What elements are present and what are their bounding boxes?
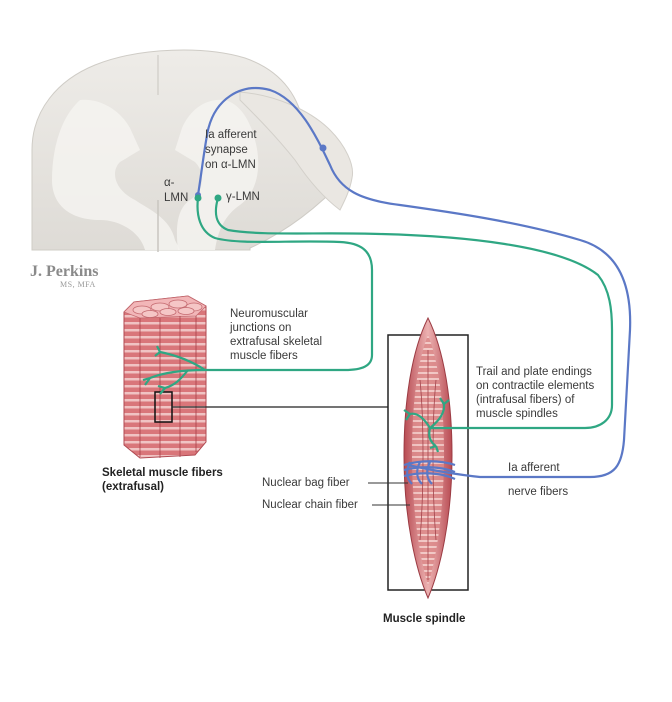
ia-afferent-fiber xyxy=(196,87,632,485)
label-ia-synapse-2: synapse xyxy=(205,144,248,156)
label-nmj-2: junctions on xyxy=(229,322,291,334)
label-ia-synapse-1: Ia afferent xyxy=(205,129,257,141)
label-ia-synapse-3: on α-LMN xyxy=(205,159,256,171)
label-alpha-1: α- xyxy=(164,177,175,189)
label-nuclear-bag: Nuclear bag fiber xyxy=(262,477,350,489)
label-nmj-1: Neuromuscular xyxy=(230,308,308,320)
caption-skeletal-2: (extrafusal) xyxy=(102,481,164,493)
gamma-motor-axon xyxy=(214,197,614,453)
caption-skeletal-1: Skeletal muscle fibers xyxy=(102,467,223,479)
label-ia-nerve-1: Ia afferent xyxy=(508,462,560,474)
label-trail-3: (intrafusal fibers) of xyxy=(476,394,575,406)
label-nmj-4: muscle fibers xyxy=(230,350,298,362)
label-alpha-2: LMN xyxy=(164,192,188,204)
extrafusal-muscle-block xyxy=(123,295,207,459)
gamma-lmn-cell-body xyxy=(214,194,222,202)
label-trail-1: Trail and plate endings xyxy=(476,366,592,378)
label-trail-2: on contractile elements xyxy=(476,380,595,392)
dorsal-root-ganglion-cell xyxy=(319,144,327,152)
label-ia-nerve-2: nerve fibers xyxy=(508,486,568,498)
label-gamma: γ-LMN xyxy=(226,191,260,203)
spinal-cord xyxy=(31,49,354,252)
signature-name: J. Perkins xyxy=(30,263,98,280)
muscle-spindle xyxy=(403,316,453,600)
label-nuclear-chain: Nuclear chain fiber xyxy=(262,499,358,511)
caption-muscle-spindle: Muscle spindle xyxy=(383,613,465,625)
label-nmj-3: extrafusal skeletal xyxy=(230,336,322,348)
label-trail-4: muscle spindles xyxy=(476,408,558,420)
alpha-motor-axon xyxy=(142,197,374,395)
signature-credentials: MS, MFA xyxy=(60,280,96,289)
alpha-lmn-cell-body xyxy=(194,194,202,202)
artist-signature: J. Perkins MS, MFA xyxy=(30,263,98,289)
